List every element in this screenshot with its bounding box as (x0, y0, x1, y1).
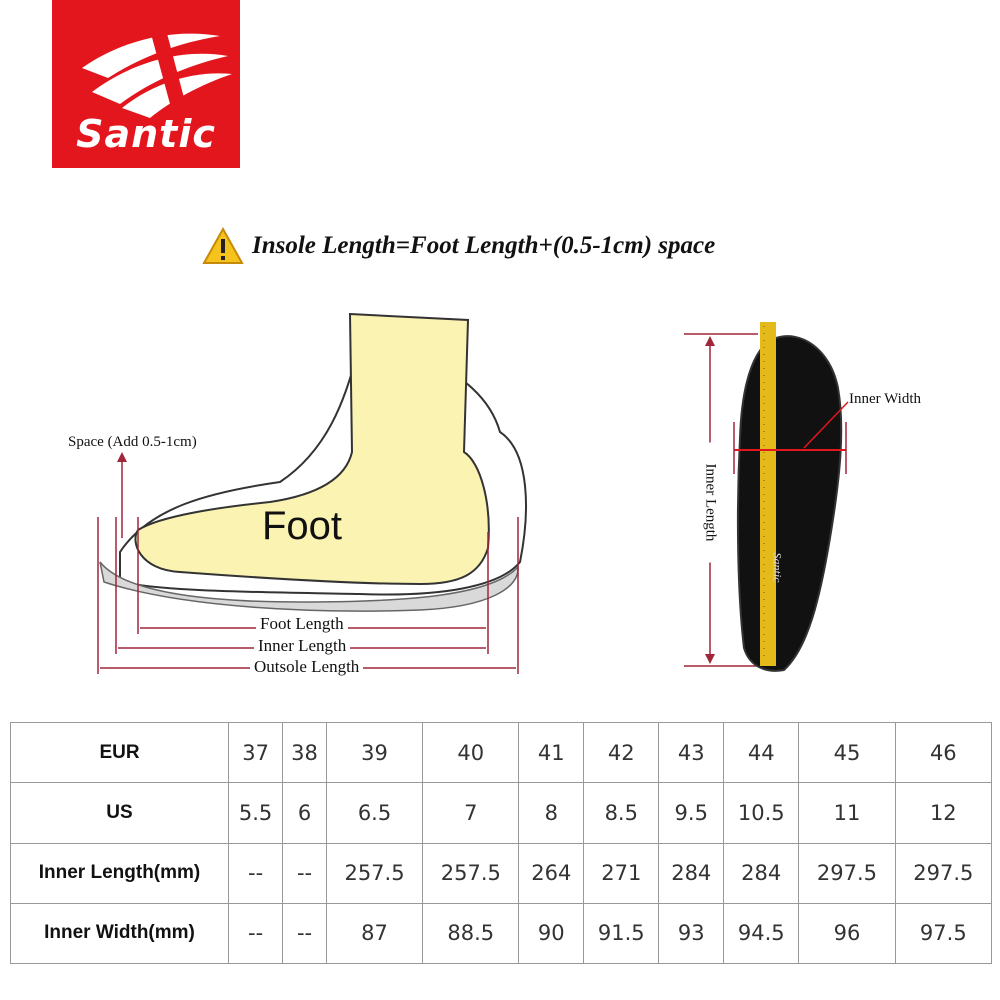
foot-label: Foot (262, 504, 343, 548)
table-cell: 271 (583, 842, 660, 904)
outsole-length-label: Outsole Length (250, 657, 364, 677)
table-cell: 93 (658, 902, 725, 965)
table-cell: 46 (894, 721, 993, 784)
table-cell: 12 (894, 782, 993, 844)
table-row: US 5.5 6 6.5 7 8 8.5 9.5 10.5 11 12 (10, 782, 993, 844)
table-cell: 45 (798, 721, 896, 784)
insole-brand-mark: Santic (770, 552, 785, 583)
table-cell: 96 (798, 902, 896, 965)
table-row: Inner Width(mm) -- -- 87 88.5 90 91.5 93… (10, 902, 993, 965)
table-cell: 94.5 (723, 902, 800, 965)
table-cell: 5.5 (227, 782, 284, 844)
table-cell: -- (282, 902, 327, 965)
table-cell: 41 (518, 721, 585, 784)
warning-icon (202, 226, 244, 264)
table-cell: 6 (282, 782, 327, 844)
inner-width-label: Inner Width (849, 391, 922, 407)
brand-name: Santic (76, 112, 216, 156)
note-text: Insole Length=Foot Length+(0.5-1cm) spac… (252, 232, 716, 259)
santic-wing-logo-icon (82, 22, 232, 118)
table-cell: 88.5 (422, 902, 520, 965)
table-cell: 7 (422, 782, 520, 844)
space-label: Space (Add 0.5-1cm) (68, 434, 197, 450)
row-header: Inner Width(mm) (10, 902, 229, 965)
table-cell: 43 (658, 721, 725, 784)
foot-illustration (97, 312, 527, 674)
table-cell: 37 (227, 721, 284, 784)
table-cell: 91.5 (583, 902, 660, 965)
brand-logo: Santic (52, 0, 240, 168)
inner-length-label: Inner Length (254, 636, 351, 656)
table-cell: 8 (518, 782, 585, 844)
table-cell: 297.5 (894, 842, 993, 904)
table-cell: -- (282, 842, 327, 904)
table-cell: 257.5 (422, 842, 520, 904)
foot-diagram (60, 302, 822, 692)
table-cell: 284 (658, 842, 725, 904)
table-cell: 257.5 (325, 842, 424, 904)
insole-diagram (680, 318, 870, 674)
table-cell: 97.5 (894, 902, 993, 965)
table-cell: 284 (723, 842, 800, 904)
table-cell: 10.5 (723, 782, 800, 844)
foot-length-label: Foot Length (256, 614, 348, 634)
table-cell: 297.5 (798, 842, 896, 904)
row-header: EUR (10, 721, 229, 784)
table-cell: 11 (798, 782, 896, 844)
table-cell: -- (227, 842, 284, 904)
table-cell: 8.5 (583, 782, 660, 844)
table-cell: 40 (422, 721, 520, 784)
table-cell: 38 (282, 721, 327, 784)
insole-illustration (684, 322, 849, 672)
table-cell: -- (227, 902, 284, 965)
table-cell: 39 (325, 721, 424, 784)
row-header: US (10, 782, 229, 844)
table-row: Inner Length(mm) -- -- 257.5 257.5 264 2… (10, 842, 993, 904)
table-row: EUR 37 38 39 40 41 42 43 44 45 46 (10, 721, 993, 784)
table-cell: 6.5 (325, 782, 424, 844)
size-chart-table: EUR 37 38 39 40 41 42 43 44 45 46 US 5.5… (10, 721, 993, 965)
table-cell: 264 (518, 842, 585, 904)
table-cell: 90 (518, 902, 585, 965)
table-cell: 87 (325, 902, 424, 965)
table-cell: 44 (723, 721, 800, 784)
sizing-note: Insole Length=Foot Length+(0.5-1cm) spac… (202, 224, 715, 268)
inner-length-vertical-label: Inner Length (701, 442, 719, 563)
row-header: Inner Length(mm) (10, 842, 229, 904)
table-cell: 9.5 (658, 782, 725, 844)
table-cell: 42 (583, 721, 660, 784)
